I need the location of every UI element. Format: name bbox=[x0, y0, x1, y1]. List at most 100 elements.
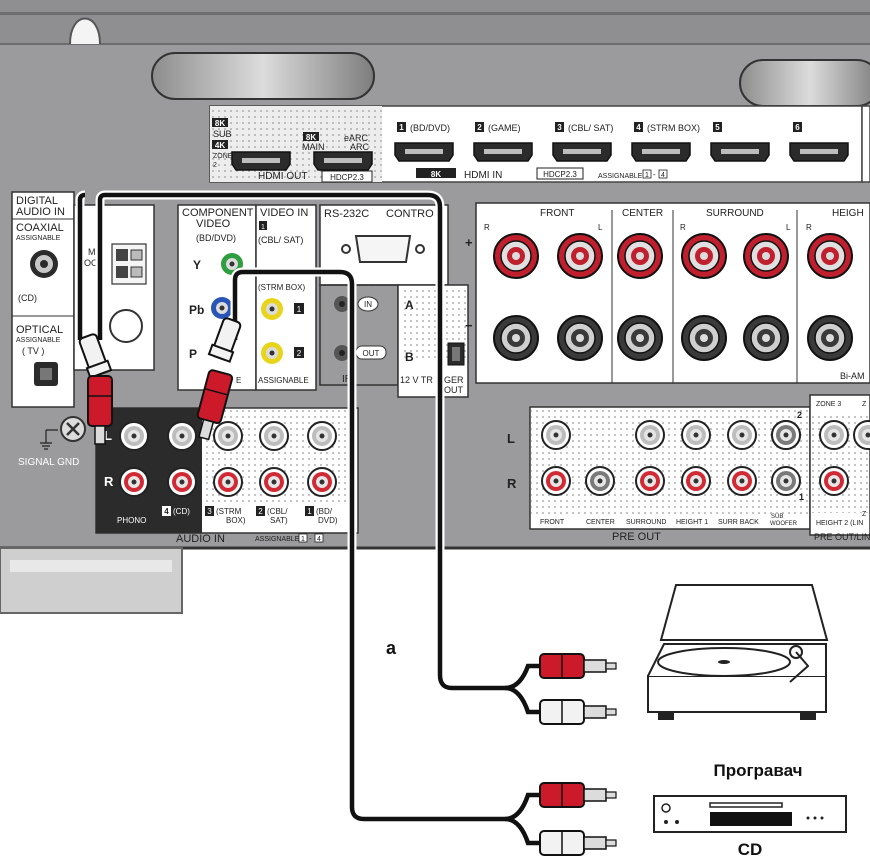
receiver-foot bbox=[0, 548, 182, 613]
cd-red-plug-end bbox=[540, 783, 616, 807]
pre-out-l-jack-3[interactable] bbox=[636, 421, 664, 449]
speaker-terminal-plus-6[interactable] bbox=[808, 234, 852, 278]
pre-out-r-jack-4[interactable] bbox=[682, 467, 710, 495]
audio-in-r-jack-1[interactable] bbox=[120, 468, 148, 496]
speaker-section: + − FRONT CENTER SURROUND HEIGH R L R L … bbox=[465, 203, 870, 383]
hdmi-out-sub-port[interactable] bbox=[232, 152, 290, 170]
pre-out-woofer: WOOFER bbox=[770, 521, 798, 527]
pre-out-n1: 1 bbox=[799, 492, 804, 502]
pre-out-r-jack-5[interactable] bbox=[728, 467, 756, 495]
component-pb-label: Pb bbox=[189, 303, 204, 317]
audio-in-l-jack-5[interactable] bbox=[308, 422, 336, 450]
hdmi-arc: ARC bbox=[350, 142, 370, 152]
hdmi-main-label: MAIN bbox=[302, 142, 325, 152]
speaker-terminal-plus-5[interactable] bbox=[744, 234, 788, 278]
phono-label: PHONO bbox=[117, 516, 146, 525]
audio-in-1-label-2: DVD) bbox=[318, 516, 338, 525]
pre-out-l-jack-1[interactable] bbox=[542, 421, 570, 449]
am-loop-terminal[interactable] bbox=[112, 244, 146, 284]
audio-in-r-jack-2[interactable] bbox=[168, 468, 196, 496]
preout-lin-label: PRE OUT/LIN bbox=[814, 532, 870, 542]
pre-out-r-jack-6[interactable] bbox=[772, 467, 800, 495]
cd-label: CD bbox=[738, 840, 763, 859]
speaker-terminal-minus-3[interactable] bbox=[618, 316, 662, 360]
audio-in-dash: - bbox=[309, 534, 312, 543]
video-in-jack-1[interactable] bbox=[261, 298, 283, 320]
hdmi-out-main-port[interactable] bbox=[314, 152, 372, 170]
speaker-terminal-plus-2[interactable] bbox=[558, 234, 602, 278]
optical-label: OPTICAL bbox=[16, 324, 63, 336]
svg-text:(STRM BOX): (STRM BOX) bbox=[647, 123, 700, 133]
svg-text:1: 1 bbox=[399, 123, 404, 132]
svg-text:3: 3 bbox=[557, 123, 562, 132]
speaker-biamp: Bi-AM bbox=[840, 371, 865, 381]
speaker-terminal-minus-1[interactable] bbox=[494, 316, 538, 360]
hdmi-sub-badge: 8K bbox=[215, 119, 225, 128]
coaxial-jack[interactable] bbox=[30, 250, 58, 278]
component-video-section: COMPONENT VIDEO (BD/DVD) Y Pb P bbox=[178, 205, 256, 390]
hdmi-assign-a: 1 bbox=[645, 172, 649, 179]
pre-out-l-jack-5[interactable] bbox=[728, 421, 756, 449]
video-in-jack-2[interactable] bbox=[261, 342, 283, 364]
hdmi-zone-badge: 4K bbox=[215, 141, 225, 150]
speaker-terminal-minus-6[interactable] bbox=[808, 316, 852, 360]
speaker-front-r: R bbox=[484, 223, 490, 232]
am-loop-label-1: M bbox=[88, 247, 96, 257]
turntable-label: Програвач bbox=[713, 761, 802, 780]
audio-in-3-num: 3 bbox=[207, 507, 212, 516]
svg-text:5: 5 bbox=[715, 123, 720, 132]
audio-in-r-jack-3[interactable] bbox=[214, 468, 242, 496]
audio-in-l-jack-2[interactable] bbox=[168, 422, 196, 450]
component-title-2: VIDEO bbox=[196, 218, 231, 230]
speaker-terminal-plus-3[interactable] bbox=[618, 234, 662, 278]
pre-out-sub2-jack[interactable] bbox=[772, 421, 800, 449]
turntable-icon bbox=[648, 585, 827, 720]
digital-audio-title-2: AUDIO IN bbox=[16, 206, 65, 218]
pre-out-r-jack-1[interactable] bbox=[542, 467, 570, 495]
audio-in-2-label-1: (CBL/ bbox=[267, 507, 288, 516]
speaker-terminal-minus-5[interactable] bbox=[744, 316, 788, 360]
audio-in-l-jack-1[interactable] bbox=[120, 422, 148, 450]
audio-in-a4: 4 bbox=[317, 536, 321, 543]
pre-out-r-jack-2[interactable] bbox=[586, 467, 614, 495]
audio-in-3-label-1: (STRM bbox=[216, 507, 242, 516]
video-in-n1: 1 bbox=[297, 305, 302, 314]
speaker-terminal-minus-2[interactable] bbox=[558, 316, 602, 360]
audio-in-title: AUDIO IN bbox=[176, 533, 225, 545]
trigger-jack[interactable] bbox=[448, 343, 464, 365]
speaker-terminal-plus-1[interactable] bbox=[494, 234, 538, 278]
signal-gnd-screw[interactable] bbox=[61, 417, 85, 441]
hdmi-in-title: HDMI IN bbox=[464, 170, 502, 181]
cable-callout-a: a bbox=[386, 638, 397, 658]
component-pb-jack[interactable] bbox=[211, 297, 233, 319]
digital-audio-section: DIGITAL AUDIO IN COAXIAL ASSIGNABLE (CD)… bbox=[12, 192, 74, 407]
hdmi-zone-label: ZONE bbox=[213, 153, 233, 160]
pre-out-r-jack-3[interactable] bbox=[636, 467, 664, 495]
pre-out-r-jack-7[interactable] bbox=[820, 467, 848, 495]
optical-jack[interactable] bbox=[34, 362, 58, 386]
optical-src: ( TV ) bbox=[22, 346, 44, 356]
svg-text:4: 4 bbox=[636, 123, 641, 132]
pre-out-l-jack-4[interactable] bbox=[682, 421, 710, 449]
audio-in-1-label-1: (BD/ bbox=[316, 507, 333, 516]
speaker-terminal-plus-4[interactable] bbox=[682, 234, 726, 278]
pre-out-title: PRE OUT bbox=[612, 531, 661, 543]
audio-in-2-label-2: SAT) bbox=[270, 516, 288, 525]
svg-text:(CBL/ SAT): (CBL/ SAT) bbox=[568, 123, 613, 133]
hdmi-in-badge: 8K bbox=[431, 170, 441, 179]
audio-in-l-jack-3[interactable] bbox=[214, 422, 242, 450]
speaker-center-label: CENTER bbox=[622, 208, 663, 219]
antenna-right bbox=[740, 60, 870, 106]
pre-out-l-jack-7[interactable] bbox=[820, 421, 848, 449]
hdmi-section: 8K SUB 4K ZONE 2 8K MAIN eARC ARC HDMI O… bbox=[210, 106, 870, 182]
audio-in-r-jack-4[interactable] bbox=[260, 468, 288, 496]
speaker-terminal-minus-4[interactable] bbox=[682, 316, 726, 360]
speaker-front-l: L bbox=[598, 223, 603, 232]
svg-text:(GAME): (GAME) bbox=[488, 123, 521, 133]
trigger-b-label: B bbox=[405, 350, 414, 364]
audio-in-r-jack-5[interactable] bbox=[308, 468, 336, 496]
pre-out-n2: 2 bbox=[797, 410, 802, 420]
speaker-surround-l: L bbox=[786, 223, 791, 232]
component-pr-label: P bbox=[189, 347, 197, 361]
audio-in-l-jack-4[interactable] bbox=[260, 422, 288, 450]
